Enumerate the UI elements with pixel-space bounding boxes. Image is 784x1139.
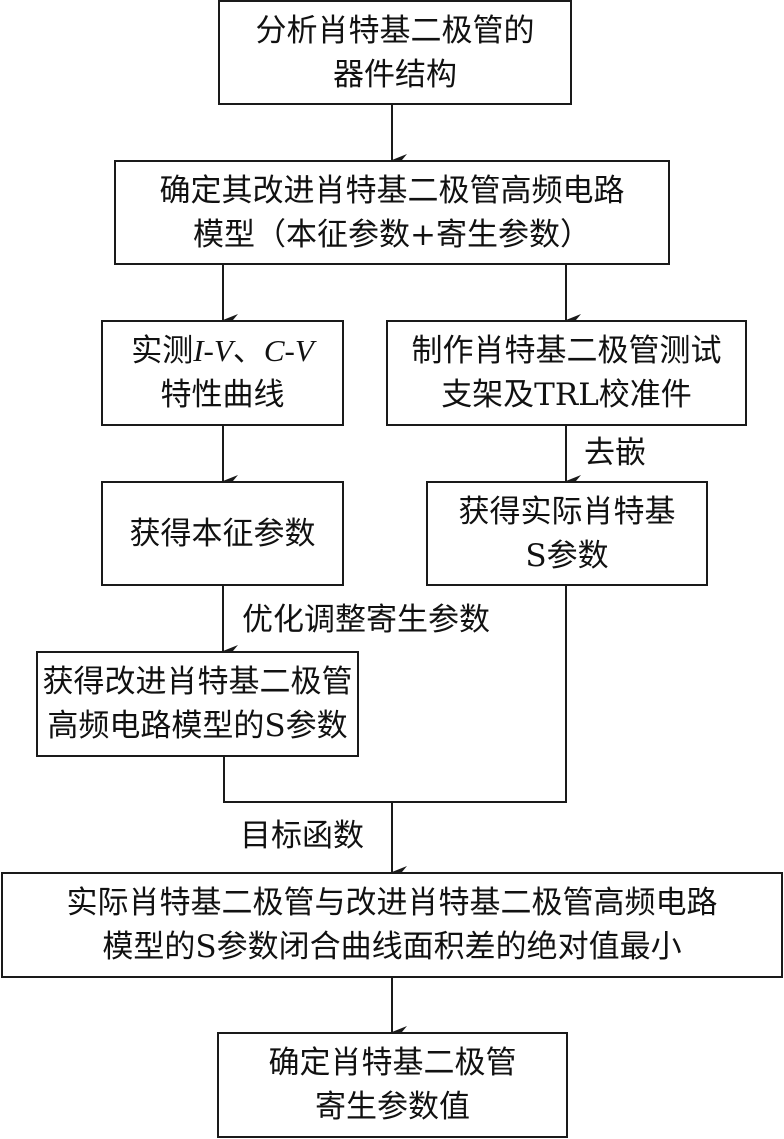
edge-label-objective: 目标函数: [240, 818, 364, 854]
node-intrinsic-params: 获得本征参数: [101, 481, 344, 586]
node-text-line: 获得本征参数: [129, 515, 316, 552]
node-text-line: 确定其改进肖特基二极管高频电路: [159, 172, 625, 209]
node-text-line: 器件结构: [333, 56, 457, 93]
iv-label: I-V: [193, 333, 233, 368]
edge-label-optimize: 优化调整寄生参数: [242, 602, 490, 638]
node-text-line: 分析肖特基二极管的: [255, 12, 535, 49]
node-text-line: 实测I-V、C-V: [131, 329, 314, 373]
node-text-line: 确定肖特基二极管: [268, 1045, 517, 1081]
node-text-line: 模型（本征参数+寄生参数）: [193, 216, 591, 253]
node-analyze-structure: 分析肖特基二极管的 器件结构: [218, 0, 572, 105]
merge-line-right: [392, 585, 567, 803]
node-text-line: 支架及TRL校准件: [441, 377, 692, 413]
node-model-s-params: 获得改进肖特基二极管 高频电路模型的S参数: [36, 651, 359, 757]
node-determine-model: 确定其改进肖特基二极管高频电路 模型（本征参数+寄生参数）: [114, 160, 670, 265]
node-text-line: 高频电路模型的S参数: [47, 708, 348, 744]
node-text-line: 获得改进肖特基二极管: [42, 664, 353, 700]
edge-label-deembed: 去嵌: [584, 435, 646, 471]
node-determine-parasitics: 确定肖特基二极管 寄生参数值: [217, 1032, 568, 1138]
node-actual-s-params: 获得实际肖特基 S参数: [426, 481, 708, 586]
node-text-line: S参数: [525, 537, 609, 574]
node-fabricate-fixture: 制作肖特基二极管测试 支架及TRL校准件: [386, 320, 747, 426]
node-text-line: 获得实际肖特基: [458, 493, 676, 530]
text-separator: 、: [232, 333, 264, 369]
node-text-line: 模型的S参数闭合曲线面积差的绝对值最小: [102, 929, 682, 965]
node-objective-minimize: 实际肖特基二极管与改进肖特基二极管高频电路 模型的S参数闭合曲线面积差的绝对值最…: [1, 872, 783, 978]
node-text-line: 特性曲线: [160, 377, 285, 413]
text-prefix: 实测: [131, 333, 194, 369]
node-text-line: 制作肖特基二极管测试: [411, 333, 722, 369]
node-measure-iv-cv: 实测I-V、C-V 特性曲线: [101, 320, 344, 426]
cv-label: C-V: [263, 333, 314, 368]
node-text-line: 实际肖特基二极管与改进肖特基二极管高频电路: [66, 885, 718, 921]
node-text-line: 寄生参数值: [315, 1089, 470, 1125]
merge-line-left: [223, 756, 392, 803]
